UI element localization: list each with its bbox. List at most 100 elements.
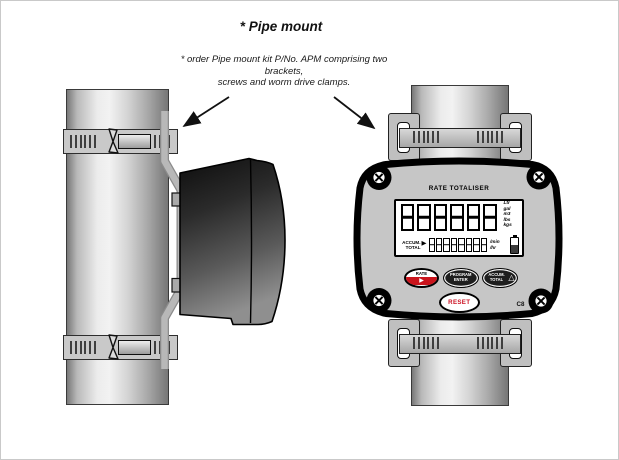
bracket-clip [171,277,182,293]
clamp-perforations [413,131,442,144]
clamp-tick [427,131,430,144]
clamp-perforations [413,337,442,350]
worm-screw-housing [118,339,151,355]
seven-segment-digit [433,203,447,231]
order-note-line3: screws and worm drive clamps. [217,77,351,88]
clamp-tick [436,337,439,350]
clamp-tick [477,337,479,350]
seven-segment-digit [428,237,435,252]
clamp-tick [413,337,415,350]
rate-button: RATE ▶ [404,268,439,288]
clamp-tick [89,134,92,148]
order-note-line2: brackets, [264,65,304,77]
seven-segment-digit [473,237,480,252]
worm-drive-clamp-strap-bottom [399,334,521,354]
seven-segment-digit [483,203,497,231]
clamp-perforations [154,340,173,354]
totaliser-digit-row [428,237,488,252]
clamp-tick [154,134,156,148]
order-note-line1: * order Pipe mount kit P/No. APM compris… [180,54,388,65]
clamp-tick [79,340,82,354]
seven-segment-digit [435,237,443,252]
clamp-perforations [70,340,99,354]
seven-segment-digit [450,237,458,252]
rate-unit-legend: /min /hr [490,238,500,251]
clamp-tick [163,134,166,148]
model-badge: C8 [516,300,525,308]
clamp-tick [158,134,161,148]
clamp-tick [481,337,484,350]
clamp-tick [70,340,72,354]
clamp-tick [413,131,415,144]
unit-label: kgs [503,223,512,229]
seven-segment-digit [458,237,465,252]
clamp-perforations [70,134,99,148]
seven-segment-digit [443,237,450,252]
bracket-clip [171,192,182,207]
clamp-tick [436,131,439,144]
seven-segment-digit [417,203,431,231]
clamp-tick [496,131,499,144]
order-note: * order Pipe mount kit P/No. APM compris… [133,54,435,89]
clamp-tick [89,340,92,354]
seven-segment-digit [480,237,488,252]
clamp-tick [427,337,430,350]
diagram-title: * Pipe mount [239,19,323,34]
clamp-tick [84,134,87,148]
clamp-tick [500,131,503,144]
clamp-tick [481,131,484,144]
seven-segment-digit [450,203,464,231]
accum-total-label: ACCUM. TOTAL [402,239,421,250]
clamp-tick [79,134,82,148]
clamp-tick [74,340,77,354]
clamp-tick [500,337,503,350]
seven-segment-digit [465,237,473,252]
worm-drive-clamp-strap-top [399,128,521,148]
unit-label: lbs [503,217,511,223]
clamp-perforations [477,337,506,350]
main-digit-row [400,203,497,231]
clamp-tick [422,337,425,350]
clamp-tick [417,131,420,144]
seven-segment-digit [466,203,480,231]
program-enter-button: PROGRAM ENTER [442,268,479,288]
battery-icon [510,234,519,254]
clamp-tick [491,131,494,144]
clamp-tick [70,134,72,148]
clamp-perforations [154,134,173,148]
total-symbol-icon: △ [508,273,515,282]
annotation-arrow-left [182,96,230,127]
clamp-tick [486,337,489,350]
worm-drive-clamp-bottom [63,335,178,360]
clamp-tick [486,131,489,144]
clamp-tick [477,131,479,144]
worm-screw-housing [118,133,151,149]
clamp-tick [491,337,494,350]
annotation-arrow-right [333,96,376,130]
unit-label: gal [503,206,511,212]
accum-total-button: ACCUM. TOTAL △ [482,268,518,288]
device-title: RATE TOTALISER [428,184,490,192]
clamp-tick [422,131,425,144]
clamp-tick [168,134,171,148]
clamp-tick [74,134,77,148]
clamp-tick [496,337,499,350]
clamp-tick [93,340,96,354]
accum-pointer-icon: ▶ [421,239,427,247]
clamp-tick [432,131,435,144]
seven-segment-digit [400,203,414,231]
worm-drive-clamp-top [63,129,178,154]
clamp-tick [84,340,87,354]
clamp-tick [168,340,171,354]
clamp-tick [432,337,435,350]
clamp-perforations [477,131,506,144]
clamp-tick [158,340,161,354]
unit-label: Ltr [503,201,510,206]
reset-button: RESET [438,291,480,313]
clamp-tick [163,340,166,354]
clamp-tick [417,337,420,350]
clamp-tick [154,340,156,354]
meter-side-view [179,157,286,326]
